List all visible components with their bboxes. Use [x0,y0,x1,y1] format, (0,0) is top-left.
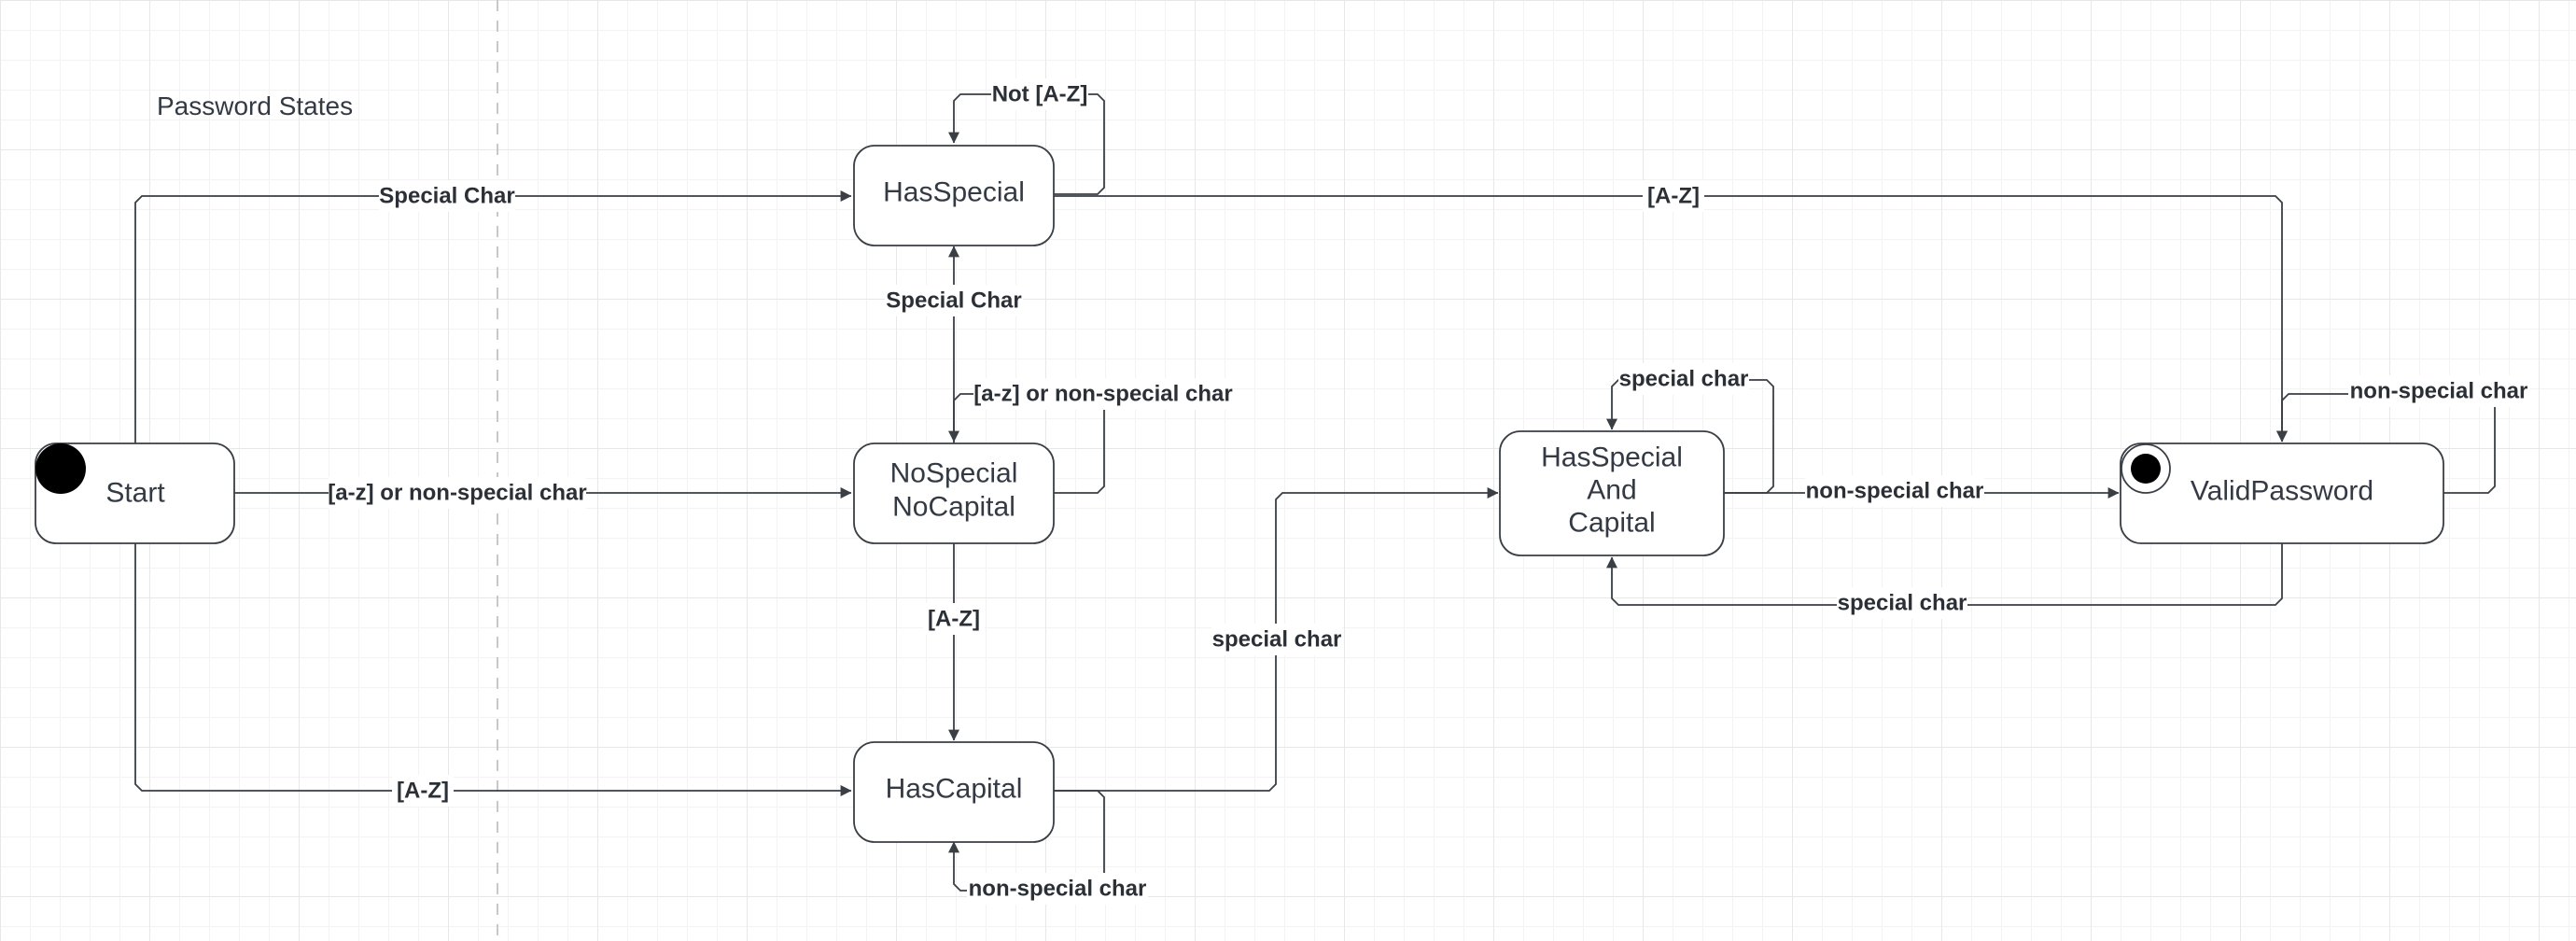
final-pseudostate-dot-icon [2131,454,2161,484]
label-start-to-has-special: Special Char [379,180,515,212]
diagram-title: Password States [157,91,353,120]
state-special-capital-label-line2: And [1587,475,1636,506]
state-start-label: Start [105,478,165,509]
edge-has-special-self[interactable] [948,93,1105,195]
label-valid-self-text: non-special char [2350,379,2528,404]
label-no-special-self: [a-z] or non-special char [973,378,1233,410]
state-no-special-box [853,442,1055,544]
label-has-special-to-valid-text: [A-Z] [1647,184,1700,209]
edge-has-special-to-valid[interactable] [1054,195,2288,442]
label-special-capital-self-text: special char [1619,367,1749,392]
label-special-capital-to-valid: non-special char [1805,475,1984,507]
label-start-to-has-capital-text: [A-Z] [397,779,449,804]
state-special-capital-box [1499,430,1725,556]
label-has-capital-to-special-capital-text: special char [1212,627,1342,653]
label-valid-to-special-capital-text: special char [1838,591,1967,616]
label-has-special-to-valid: [A-Z] [1643,180,1704,212]
label-special-capital-to-valid-text: non-special char [1806,479,1984,504]
state-no-special-label-line2: NoCapital [892,492,1015,523]
label-has-special-self-text: Not [A-Z] [992,82,1088,107]
state-special-capital-label-line1: HasSpecial [1541,442,1683,473]
state-has-special-box [853,145,1055,246]
label-start-to-no-special: [a-z] or non-special char [328,477,587,509]
state-valid-password-box [2120,442,2444,544]
edge-start-to-has-capital[interactable] [134,543,852,796]
label-start-to-no-special-text: [a-z] or non-special char [328,481,586,506]
state-valid-password[interactable]: ValidPassword [2120,442,2444,544]
state-no-special-label-line1: NoSpecial [890,458,1018,489]
state-special-capital-label-line3: Capital [1568,508,1655,539]
states: Start HasSpecial NoSpecial NoCapital Has… [35,145,2444,843]
label-has-capital-self-text: non-special char [969,877,1147,902]
label-valid-to-special-capital: special char [1837,587,1967,619]
label-no-special-to-has-special: Special Char [885,285,1023,316]
edge-start-to-has-special[interactable] [134,190,852,443]
state-has-capital-box [853,741,1055,843]
label-start-to-has-special-text: Special Char [379,184,514,209]
label-no-special-to-has-capital-text: [A-Z] [928,607,980,632]
label-has-capital-self: non-special char [967,873,1148,905]
state-has-capital[interactable]: HasCapital [853,741,1055,843]
initial-pseudostate-icon [35,443,86,494]
label-no-special-self-text: [a-z] or non-special char [973,382,1232,407]
state-no-special-no-capital[interactable]: NoSpecial NoCapital [853,442,1055,544]
label-no-special-to-has-special-text: Special Char [886,288,1021,314]
state-has-special-and-capital[interactable]: HasSpecial And Capital [1499,430,1725,556]
label-no-special-to-has-capital: [A-Z] [923,603,985,635]
edge-labels: Special Char [a-z] or non-special char [… [328,78,2529,905]
state-start[interactable]: Start [35,442,235,544]
edge-special-capital-self[interactable] [1606,379,1774,494]
label-has-capital-to-special-capital: special char [1211,624,1342,655]
state-has-special-label: HasSpecial [883,177,1025,208]
state-has-special[interactable]: HasSpecial [853,145,1055,246]
label-valid-self: non-special char [2348,375,2529,407]
state-has-capital-label: HasCapital [886,774,1023,805]
label-start-to-has-capital: [A-Z] [392,775,454,807]
label-special-capital-self: special char [1618,363,1749,395]
state-valid-password-label: ValidPassword [2191,476,2373,507]
label-has-special-self: Not [A-Z] [991,78,1088,110]
